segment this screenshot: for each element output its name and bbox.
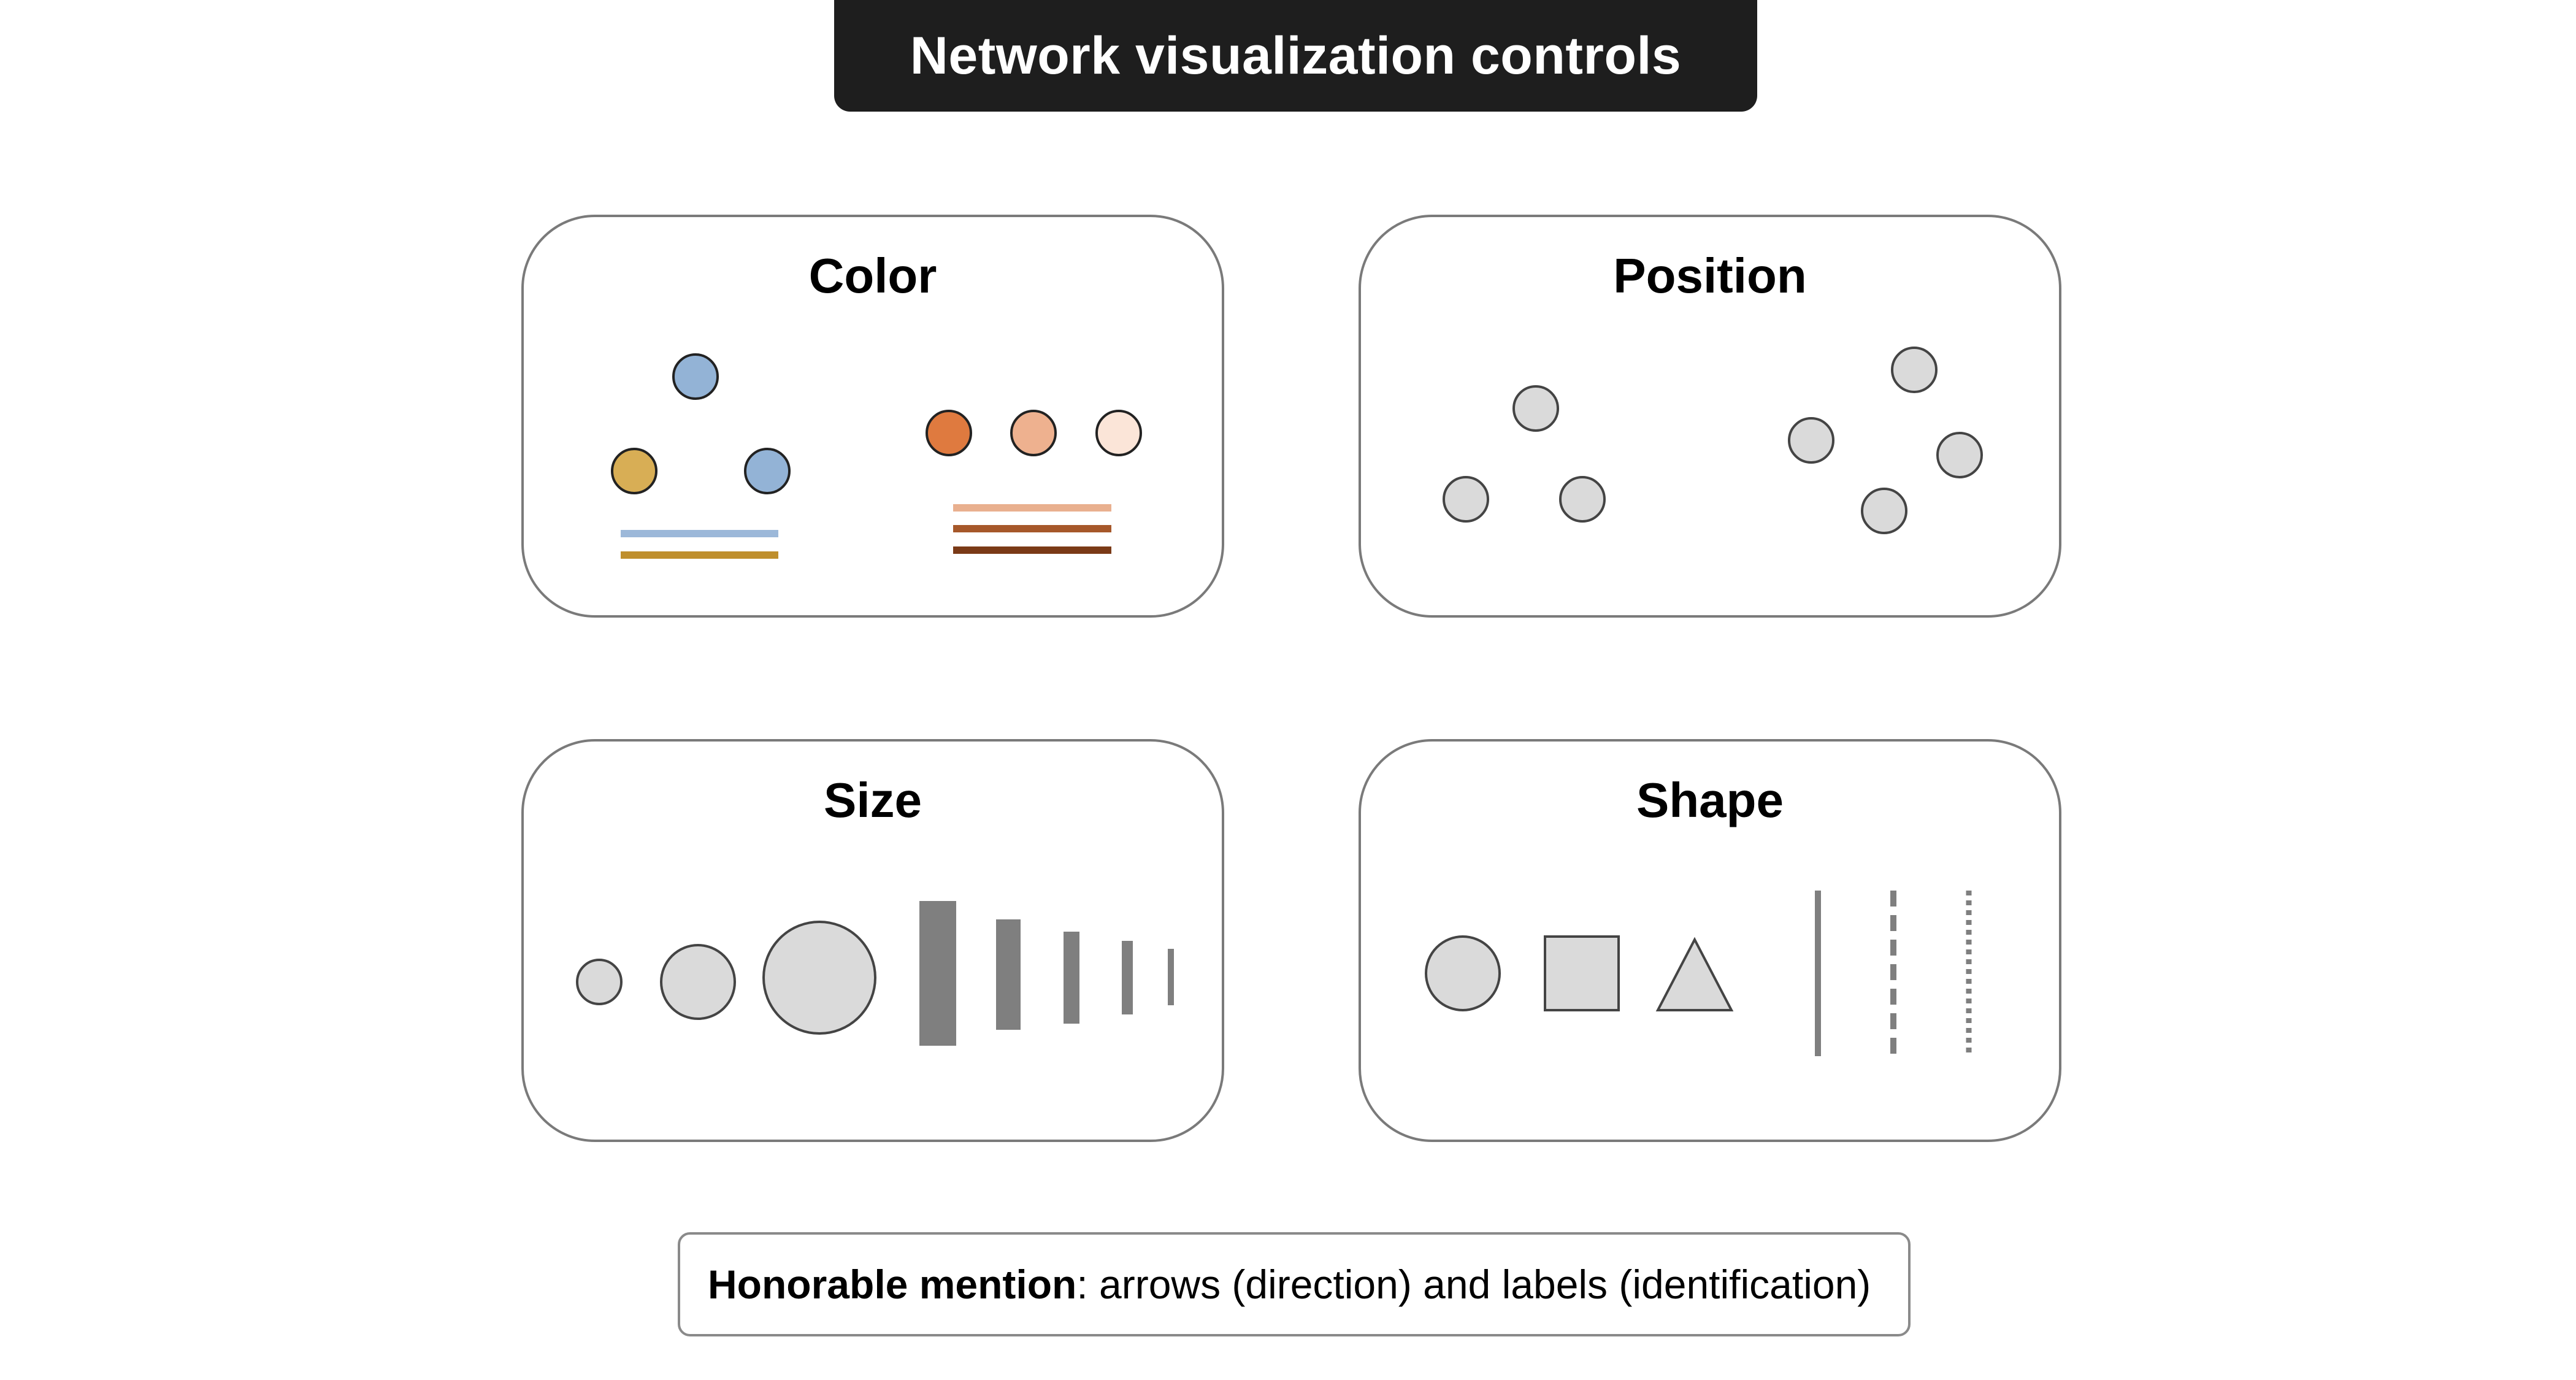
node-cream (1095, 410, 1142, 456)
size-illustration (576, 901, 1174, 1046)
edge-thick-2 (996, 919, 1021, 1030)
node-blue-right (744, 448, 791, 494)
edge-thick-4 (1122, 941, 1133, 1014)
panel-title-color: Color (808, 248, 937, 303)
panel-title-shape: Shape (1636, 773, 1784, 827)
circle-node-icon (1425, 935, 1501, 1011)
node-group2-bottom (1861, 488, 1907, 534)
node-blue-top (672, 353, 719, 400)
node-gold (611, 448, 657, 494)
shape-illustration (1425, 891, 1972, 1056)
color-illustration (611, 353, 1142, 559)
panel-size: Size (521, 739, 1224, 1142)
node-group1-right (1559, 476, 1606, 523)
panel-title-position: Position (1613, 248, 1807, 303)
node-large (762, 921, 876, 1035)
position-illustration (1443, 347, 1983, 534)
node-group1-left (1443, 476, 1489, 523)
node-dark-orange (926, 410, 972, 456)
page-title: Network visualization controls (834, 0, 1757, 112)
square-node-icon (1544, 935, 1620, 1011)
panel-shape: Shape (1359, 739, 2061, 1142)
node-group2-top (1891, 347, 1938, 393)
node-small (576, 959, 623, 1005)
edge-thick-5 (1168, 949, 1174, 1005)
honorable-mention-note: Honorable mention: arrows (direction) an… (678, 1232, 1911, 1336)
node-group2-right (1936, 432, 1983, 478)
triangle-node-icon (1655, 937, 1734, 1011)
panel-color: Color (521, 215, 1224, 618)
edge-thick-1 (919, 901, 956, 1046)
panel-position: Position (1359, 215, 2061, 618)
node-group2-left (1788, 417, 1834, 464)
edge-thick-3 (1064, 932, 1079, 1024)
node-peach (1010, 410, 1057, 456)
note-text: : arrows (direction) and labels (identif… (1076, 1262, 1871, 1307)
note-bold-label: Honorable mention (708, 1262, 1077, 1307)
panel-title-size: Size (823, 773, 922, 827)
node-group1-top (1512, 385, 1559, 432)
node-medium (660, 944, 736, 1020)
